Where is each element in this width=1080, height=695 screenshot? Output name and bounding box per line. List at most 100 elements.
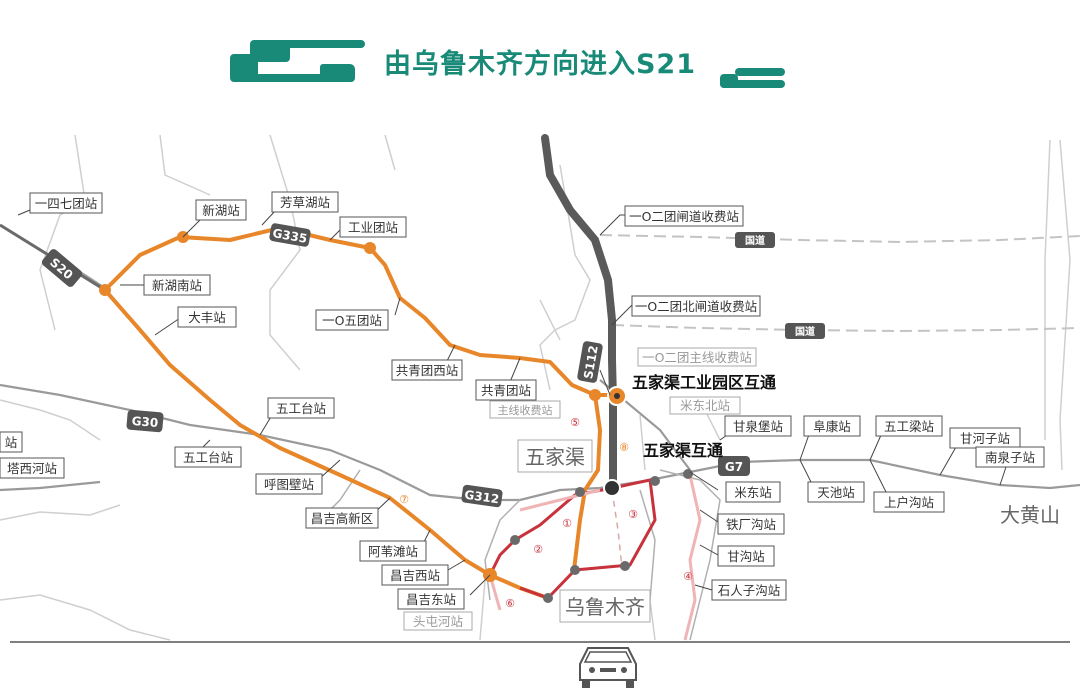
svg-text:天池站: 天池站 [817,485,855,500]
svg-text:芳草湖站: 芳草湖站 [280,195,330,210]
svg-text:G7: G7 [725,460,743,474]
svg-text:乌鲁木齐: 乌鲁木齐 [565,595,645,619]
station-taxihe: 塔西河站 [0,457,65,479]
station-fangcaohu: 芳草湖站 [271,191,339,213]
svg-text:上户沟站: 上户沟站 [884,495,934,510]
station-gongqingtuanxi: 共青团西站 [391,359,463,381]
svg-text:米东站: 米东站 [734,485,772,500]
station-changjixi: 昌吉西站 [381,564,449,586]
page-title: 由乌鲁木齐方向进入S21 [383,49,697,80]
city-dahuangshan: 大黄山 [1000,503,1060,527]
interchange-labels: 五家渠工业园区互通 五家渠互通 [632,373,776,460]
dashed-link [611,489,623,569]
svg-text:新湖南站: 新湖南站 [152,278,202,293]
junction-node [543,593,553,603]
toll-102-north: 一O二团北闸道收费站 [631,295,761,317]
station-changjigaoxin: 昌吉高新区 [305,507,379,529]
junction-node [589,389,601,401]
station-gongyetuan: 工业团站 [339,216,407,238]
route-marker-1: ① [562,517,572,530]
svg-text:阿苇滩站: 阿苇滩站 [368,544,418,559]
svg-text:站: 站 [5,435,18,450]
toll-102-main: 一O二团主线收费站 [637,347,757,367]
station-midong: 米东站 [725,481,781,503]
svg-text:铁厂沟站: 铁厂沟站 [726,517,776,532]
svg-text:国道: 国道 [795,325,815,338]
station-shanghugou: 上户沟站 [873,491,945,513]
svg-text:一O二团北闸道收费站: 一O二团北闸道收费站 [635,299,757,314]
svg-text:国道: 国道 [745,234,765,247]
station-hutubi: 呼图壁站 [255,473,323,495]
svg-text:共青团站: 共青团站 [481,383,531,398]
station-s105: 一O五团站 [315,309,389,331]
station-tianchi: 天池站 [807,481,865,503]
svg-text:G30: G30 [131,414,159,430]
shield-g7: G7 [718,456,750,476]
route-marker-3: ③ [628,508,638,521]
route-number-markers: ① ② ③ ④ ⑤ ⑥ ⑦ ⑧ [399,416,693,610]
cloud-ornament-right-icon [720,68,785,88]
s21-expressway [541,134,617,492]
car-icon [579,647,637,688]
title-banner: 由乌鲁木齐方向进入S21 [0,0,1080,110]
toll-102-lane: 一O二团闸道收费站 [624,205,744,227]
svg-text:南泉子站: 南泉子站 [985,450,1035,465]
station-tiechanggou: 铁厂沟站 [717,513,785,535]
svg-text:甘泉堡站: 甘泉堡站 [733,419,783,434]
svg-text:甘沟站: 甘沟站 [727,549,765,564]
svg-text:塔西河站: 塔西河站 [7,461,57,476]
station-nanquanzi: 南泉子站 [975,446,1045,468]
shield-dash1: 国道 [735,232,775,248]
station-ganquanpu: 甘泉堡站 [724,415,792,437]
station-zhan: 站 [0,431,23,453]
junction-node [683,469,693,479]
shield-g335: G335 [269,223,311,247]
city-labels: 五家渠 乌鲁木齐 大黄山 [517,439,1060,623]
junction-node [570,565,580,575]
svg-text:头屯河站: 头屯河站 [413,614,463,629]
svg-text:五工梁站: 五工梁站 [884,419,934,434]
station-main-toll: 主线收费站 [489,400,561,419]
interchange-wujiaqu: 五家渠互通 [643,441,723,460]
svg-text:新湖站: 新湖站 [202,203,240,218]
route-marker-6: ⑥ [505,597,515,610]
svg-text:工业团站: 工业团站 [348,220,398,235]
shield-dash2: 国道 [785,323,825,339]
svg-text:G335: G335 [271,226,308,246]
terrain-lines [0,134,1071,641]
shield-s112: S112 [577,341,603,383]
svg-text:主线收费站: 主线收费站 [498,403,553,417]
shield-g312: G312 [461,484,503,508]
svg-text:米东北站: 米东北站 [680,398,730,413]
planned-roads [599,234,1080,333]
cloud-ornament-left-icon [230,40,365,82]
svg-text:S112: S112 [581,344,601,380]
station-ganhezi: 甘河子站 [949,427,1021,449]
station-xinhunan: 新湖南站 [143,274,211,296]
junction-node [364,242,376,254]
station-shirenzigou: 石人子沟站 [711,579,787,601]
svg-text:石人子沟站: 石人子沟站 [718,583,781,598]
svg-text:共青团西站: 共青团西站 [396,363,459,378]
svg-text:一O二团主线收费站: 一O二团主线收费站 [642,350,752,365]
junction-node [99,284,111,296]
svg-text:一O二团闸道收费站: 一O二团闸道收费站 [629,209,739,224]
svg-text:大丰站: 大丰站 [188,310,226,325]
city-urumqi: 乌鲁木齐 [559,589,651,623]
station-toutunhe: 头屯河站 [403,611,473,631]
interchange-wujiaqu-industrial: 五家渠工业园区互通 [632,373,776,392]
highway-shields: S20 G335 G30 G312 S112 G7 [41,223,825,508]
station-fukang: 阜康站 [803,415,861,437]
route-nodes [99,231,693,603]
station-changjidong: 昌吉东站 [397,588,465,610]
route-marker-4: ④ [683,570,693,583]
svg-text:五工台站: 五工台站 [183,450,233,465]
station-midongbei: 米东北站 [669,396,741,415]
svg-text:G312: G312 [464,488,501,507]
route-marker-2: ② [533,543,543,556]
route-marker-8: ⑧ [619,441,629,454]
station-wugongtai2: 五工台站 [174,446,242,468]
svg-text:五家渠: 五家渠 [525,445,585,469]
